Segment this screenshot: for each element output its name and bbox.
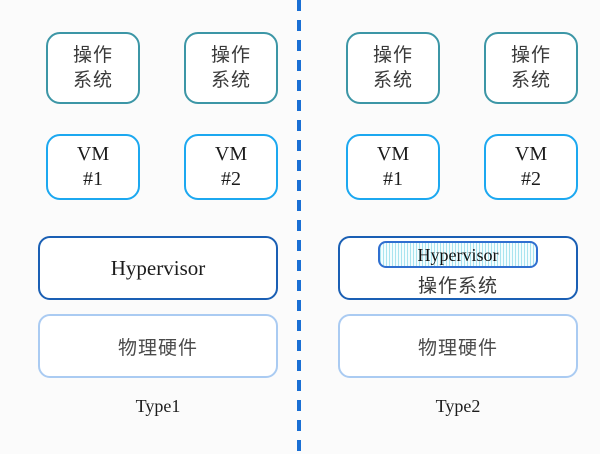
os-label-line1: 操作 — [72, 43, 113, 66]
vm-label-line1: VM — [214, 142, 248, 165]
type2-vm-box-2: VM #2 — [484, 134, 578, 200]
type2-column: 操作 系统 操作 系统 VM #1 VM #2 Hypervisor 操作系统 … — [306, 0, 594, 454]
host-os-label: 操作系统 — [417, 275, 498, 297]
type2-host-os-box: Hypervisor 操作系统 — [338, 236, 578, 300]
type1-column: 操作 系统 操作 系统 VM #1 VM #2 Hypervisor 物理硬件 … — [6, 0, 294, 454]
type2-guest-os-box-2: 操作 系统 — [484, 32, 578, 104]
vm-label-line1: VM — [514, 142, 548, 165]
os-label-line1: 操作 — [210, 43, 251, 66]
type2-guest-os-box-1: 操作 系统 — [346, 32, 440, 104]
physical-hardware-label: 物理硬件 — [417, 336, 498, 359]
os-label-line2: 系统 — [210, 69, 251, 91]
vm-label-line2: #2 — [221, 168, 241, 190]
os-label-line2: 系统 — [510, 69, 551, 91]
type1-physical-hardware-box: 物理硬件 — [38, 314, 278, 378]
type2-physical-hardware-box: 物理硬件 — [338, 314, 578, 378]
type1-guest-os-box-1: 操作 系统 — [46, 32, 140, 104]
os-label-line1: 操作 — [372, 43, 413, 66]
vm-label-line1: VM — [376, 142, 410, 165]
vm-label-line2: #1 — [83, 168, 103, 190]
type1-guest-os-box-2: 操作 系统 — [184, 32, 278, 104]
type1-vm-box-1: VM #1 — [46, 134, 140, 200]
type1-vm-box-2: VM #2 — [184, 134, 278, 200]
os-label-line2: 系统 — [72, 69, 113, 91]
type1-caption: Type1 — [135, 396, 181, 416]
os-label-line1: 操作 — [510, 43, 551, 66]
type2-caption: Type2 — [435, 396, 481, 416]
os-label-line2: 系统 — [372, 69, 413, 91]
type1-hypervisor-box: Hypervisor — [38, 236, 278, 300]
hypervisor-label: Hypervisor — [417, 244, 499, 265]
physical-hardware-label: 物理硬件 — [117, 336, 198, 359]
type2-nested-hypervisor-pill: Hypervisor — [378, 241, 538, 268]
hypervisor-label: Hypervisor — [110, 255, 206, 280]
vm-label-line2: #2 — [521, 168, 541, 190]
vm-label-line2: #1 — [383, 168, 403, 190]
type2-vm-box-1: VM #1 — [346, 134, 440, 200]
vm-label-line1: VM — [76, 142, 110, 165]
vertical-dashed-divider — [297, 0, 301, 454]
